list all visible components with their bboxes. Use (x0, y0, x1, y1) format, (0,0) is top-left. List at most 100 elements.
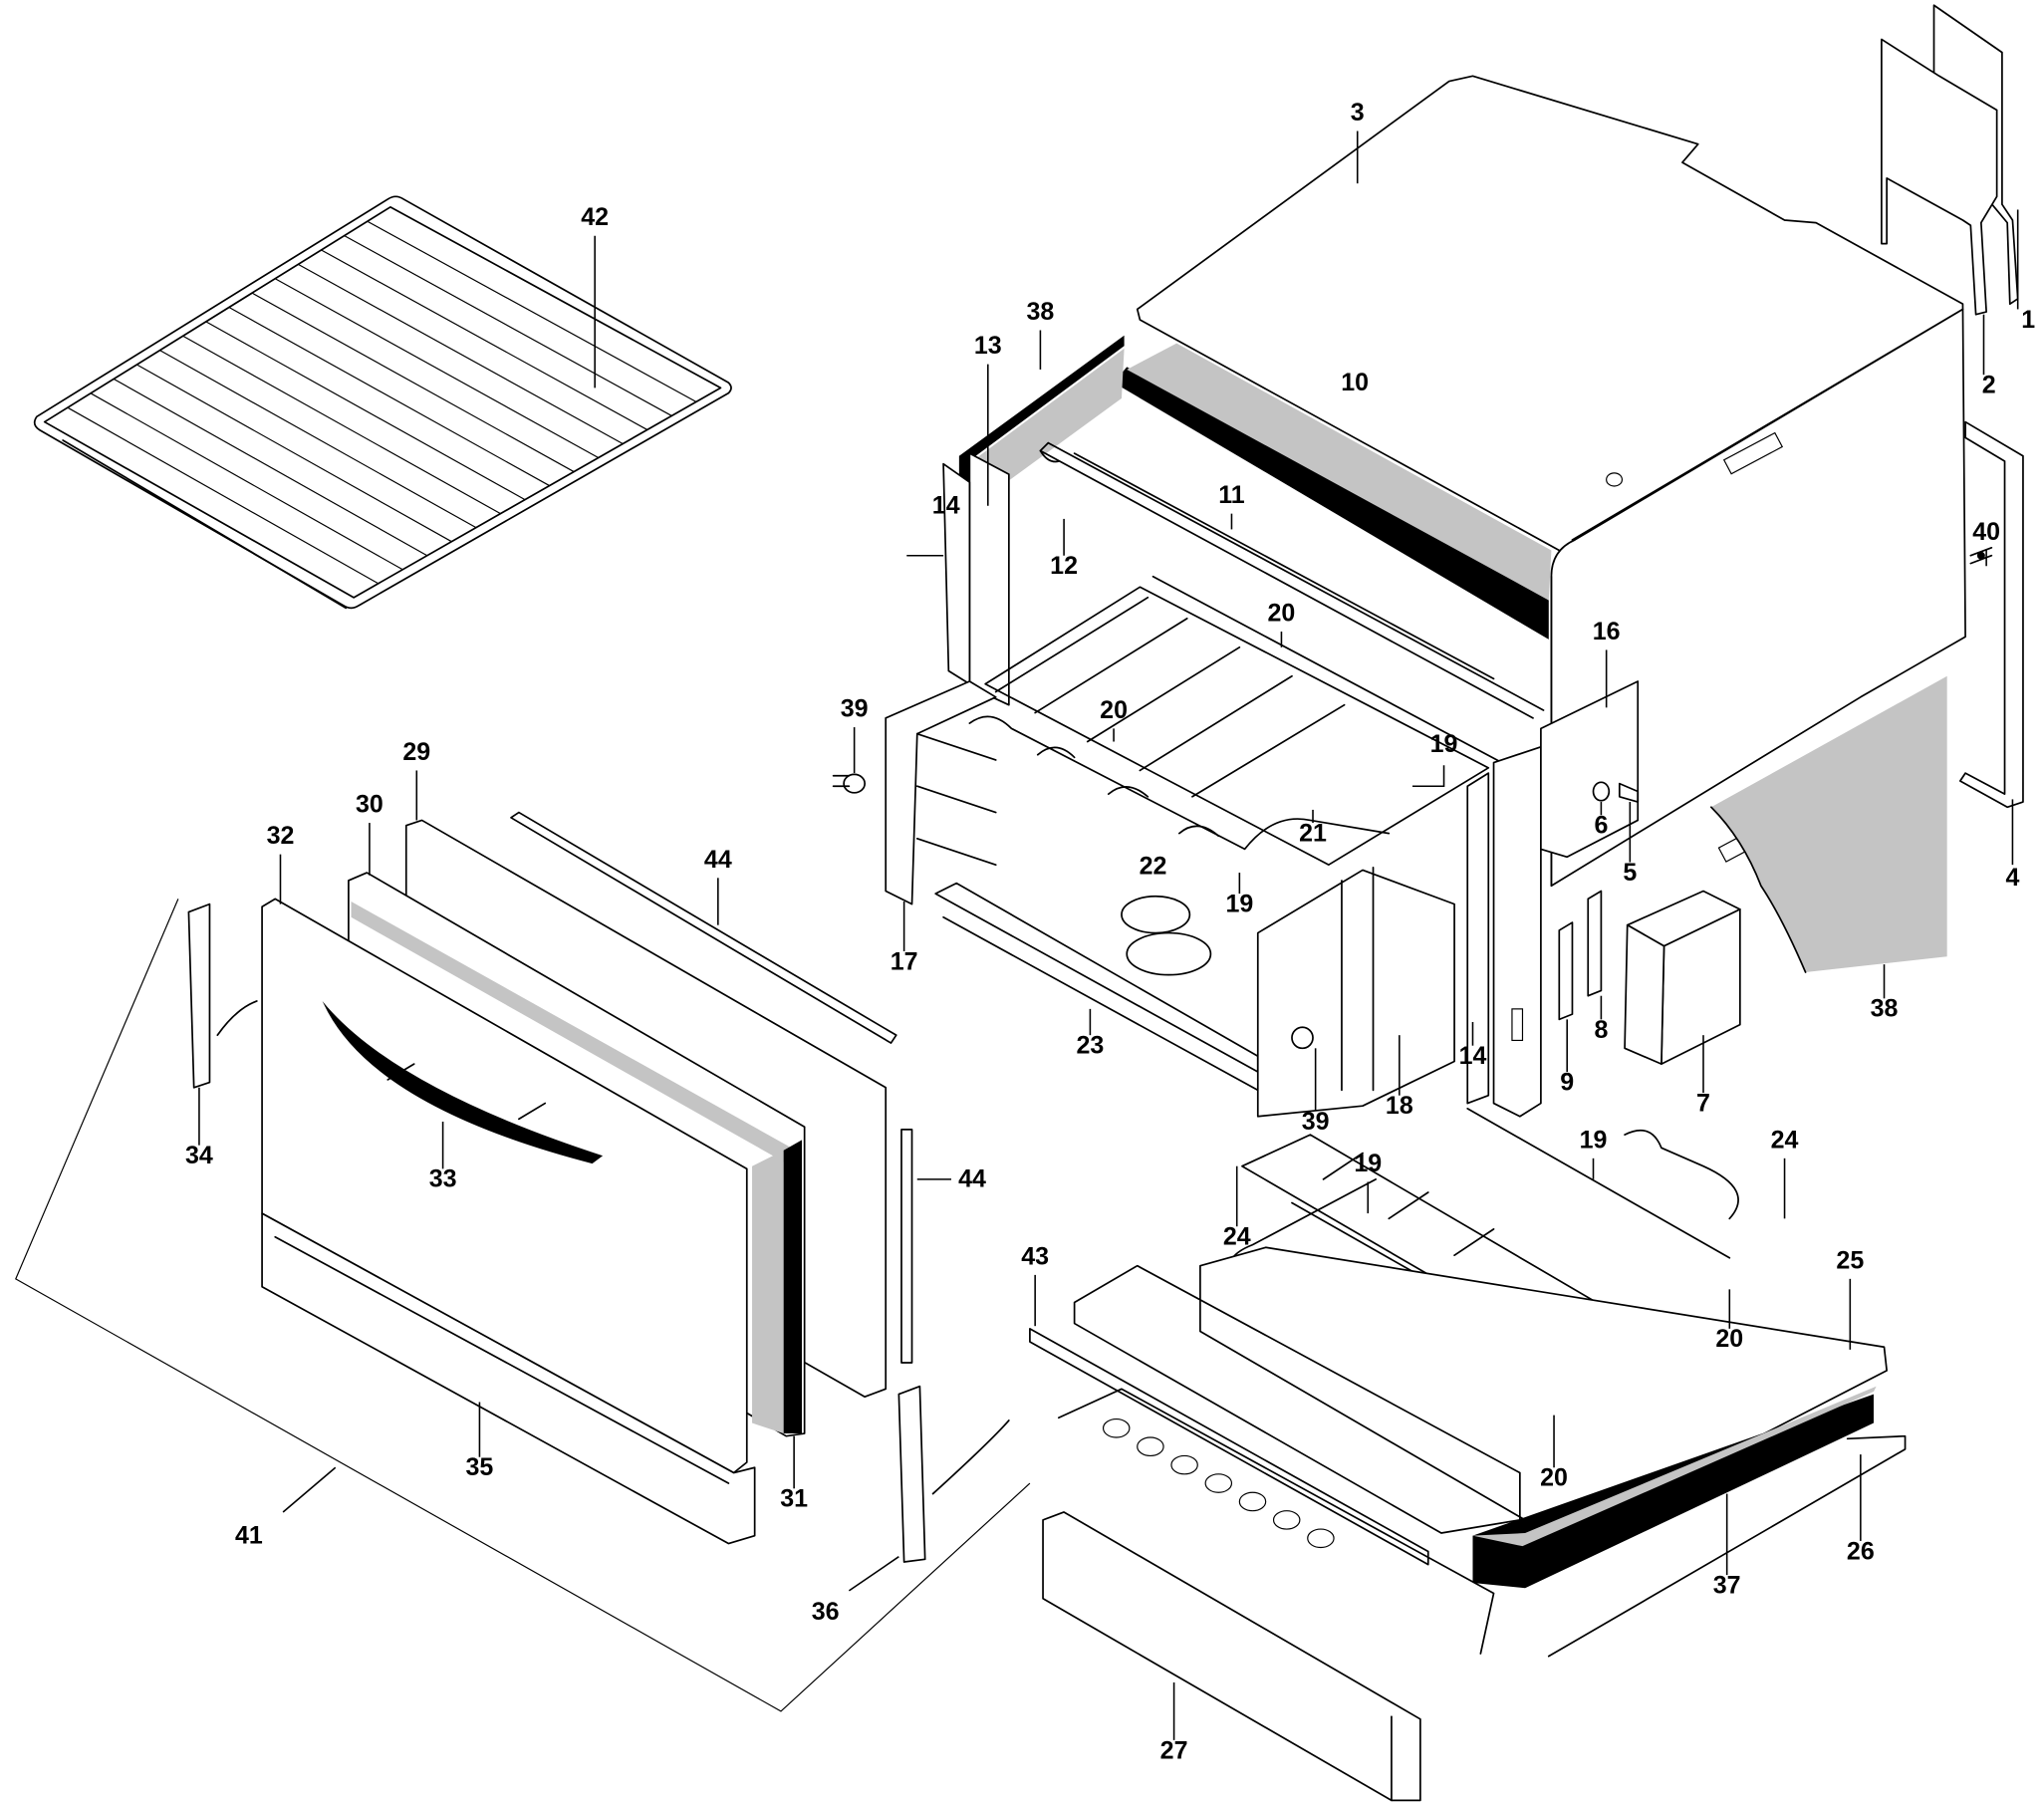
callout-label-grill-element[interactable]: 21 (1299, 819, 1327, 847)
left-shelf-support[interactable] (885, 680, 997, 905)
shelf-support-stud-right[interactable] (1291, 1026, 1314, 1050)
door-side-trim-vertical[interactable] (900, 1129, 913, 1364)
callout-label-element-clip-lower[interactable]: 19 (1225, 891, 1253, 918)
leader-line-41 (282, 1466, 337, 1513)
callout-label-base-plate[interactable]: 25 (1836, 1246, 1864, 1274)
kick-plate[interactable] (1042, 1511, 1421, 1802)
callout-label-element-bracket[interactable]: 12 (1050, 552, 1078, 580)
terminal-connector[interactable] (1618, 782, 1640, 803)
callout-label-inner-door-frame[interactable]: 29 (402, 738, 430, 766)
callout-label-left-trim[interactable]: 13 (974, 332, 1002, 360)
top-heating-element[interactable] (1039, 441, 1545, 719)
callout-label-rear-bracket-inner[interactable]: 2 (1982, 372, 1996, 399)
callout-label-door-glass-panel[interactable]: 30 (356, 791, 383, 819)
callout-label-door-side-trim-vertical[interactable]: 44 (958, 1165, 986, 1193)
oven-rack[interactable] (33, 195, 732, 610)
right-side-panel[interactable] (1540, 680, 1640, 859)
callout-label-bottom-element-clip-left[interactable]: 19 (1354, 1150, 1382, 1177)
callout-label-switch[interactable]: 9 (1560, 1068, 1574, 1096)
rack-wire (159, 350, 477, 529)
callout-label-outer-cabinet-top[interactable]: 3 (1351, 99, 1365, 127)
callout-label-door-handle[interactable]: 33 (429, 1165, 457, 1193)
callout-label-side-frame-left[interactable]: 14 (932, 492, 960, 520)
callout-label-top-insulation[interactable]: 10 (1341, 369, 1369, 396)
door-assembly-outline (15, 899, 1031, 1712)
callout-label-oven-rack[interactable]: 42 (581, 203, 609, 231)
callout-label-door-side-trim-top[interactable]: 44 (704, 846, 732, 874)
rack-wire (136, 364, 452, 543)
callout-label-hinge-right[interactable]: 36 (812, 1598, 840, 1626)
callout-label-lamp-cover[interactable]: 22 (1140, 852, 1167, 880)
left-side-frame[interactable] (942, 452, 1010, 706)
side-insulation-right[interactable] (1710, 675, 1947, 973)
callout-label-shelf-support-stud-left[interactable]: 39 (841, 695, 869, 723)
callout-label-junction-box[interactable]: 7 (1696, 1089, 1710, 1117)
callout-label-element-support-bottom-front[interactable]: 20 (1540, 1464, 1568, 1492)
shelf-support-stud-left[interactable] (832, 773, 867, 794)
callout-label-element-support-mid[interactable]: 20 (1100, 696, 1128, 724)
vent-hole (1272, 1510, 1301, 1530)
callout-label-side-frame-right[interactable]: 14 (1459, 1042, 1487, 1070)
callout-label-base-seal[interactable]: 37 (1713, 1572, 1741, 1600)
side-frame-right[interactable] (1466, 745, 1542, 1118)
callout-label-bottom-element-left[interactable]: 24 (1223, 1223, 1251, 1251)
door-seal[interactable] (752, 1140, 803, 1434)
callout-label-terminal-block[interactable]: 8 (1594, 1016, 1608, 1044)
lamp-cover[interactable] (1121, 895, 1212, 976)
side-insulation-top[interactable] (958, 335, 1125, 519)
callout-label-side-insulation-top[interactable]: 38 (1027, 298, 1055, 326)
callout-label-door-bottom-trim[interactable]: 35 (466, 1453, 494, 1481)
callout-label-terminal-nut[interactable]: 6 (1594, 812, 1608, 840)
rack-wire (251, 292, 575, 473)
callout-leaders (198, 130, 2019, 1740)
callout-label-top-heating-element[interactable]: 11 (1218, 481, 1245, 509)
callout-label-door-assembly[interactable]: 41 (235, 1522, 263, 1550)
door-bottom-trim[interactable] (261, 1212, 756, 1545)
door-side-trim-top[interactable] (510, 811, 897, 1044)
vent-hole (1238, 1491, 1267, 1512)
top-insulation[interactable] (1114, 343, 1552, 640)
callout-label-element-clip-upper[interactable]: 19 (1430, 730, 1458, 758)
callout-label-shelf-support-stud-right[interactable]: 39 (1302, 1108, 1330, 1136)
switch[interactable] (1558, 921, 1574, 1021)
callout-label-hinge-left[interactable]: 34 (185, 1142, 213, 1169)
vent-hole (1204, 1473, 1233, 1493)
callout-label-right-side-panel[interactable]: 16 (1593, 618, 1621, 645)
base-panel[interactable] (1057, 1264, 1521, 1655)
element-support-top[interactable] (984, 575, 1508, 867)
rear-bracket-inner[interactable] (1881, 38, 1998, 316)
base-seal[interactable] (1472, 1386, 1877, 1589)
door-handle[interactable] (322, 1000, 604, 1164)
right-shelf-support[interactable] (1256, 866, 1455, 1118)
vent-hole (1137, 1436, 1164, 1457)
front-rail[interactable] (1029, 1327, 1429, 1566)
callout-label-oven-cavity-floor[interactable]: 23 (1077, 1032, 1105, 1060)
callout-label-right-shelf-support[interactable]: 18 (1386, 1092, 1413, 1120)
callout-labels: 1234567891011121314141617181919191920202… (185, 99, 2035, 1764)
callout-label-door-seal[interactable]: 31 (780, 1485, 808, 1513)
callout-label-element-support-top[interactable]: 20 (1268, 600, 1296, 628)
callout-label-front-rail[interactable]: 43 (1021, 1242, 1049, 1270)
callout-label-stud[interactable]: 40 (1972, 518, 2000, 546)
base-plate[interactable] (1199, 1246, 1889, 1558)
callout-label-kick-plate[interactable]: 27 (1160, 1736, 1188, 1764)
callout-label-rear-side-panel[interactable]: 4 (2005, 864, 2019, 892)
hinge-right[interactable] (897, 1385, 1010, 1563)
terminal-nut[interactable] (1592, 781, 1611, 802)
callout-label-bottom-element-clip-right[interactable]: 19 (1580, 1126, 1608, 1154)
callout-label-side-insulation-right[interactable]: 38 (1871, 995, 1899, 1023)
callout-label-bottom-element-right[interactable]: 24 (1771, 1126, 1799, 1154)
callout-label-base-rail[interactable]: 26 (1847, 1537, 1875, 1565)
rear-side-panel[interactable] (1958, 420, 2024, 809)
rack-wire (274, 278, 599, 459)
callout-label-rear-bracket-outer[interactable]: 1 (2021, 306, 2035, 334)
grill-element[interactable] (968, 715, 1391, 851)
callout-label-element-support-bottom-right[interactable]: 20 (1715, 1325, 1743, 1353)
junction-box[interactable] (1624, 890, 1741, 1065)
terminal-block[interactable] (1587, 890, 1603, 997)
hinge-left[interactable] (187, 902, 258, 1089)
callout-label-terminal-connector[interactable]: 5 (1623, 859, 1637, 887)
callout-label-left-shelf-support[interactable]: 17 (891, 947, 918, 975)
stud[interactable] (1969, 546, 1993, 565)
callout-label-outer-door-glass[interactable]: 32 (267, 822, 295, 850)
